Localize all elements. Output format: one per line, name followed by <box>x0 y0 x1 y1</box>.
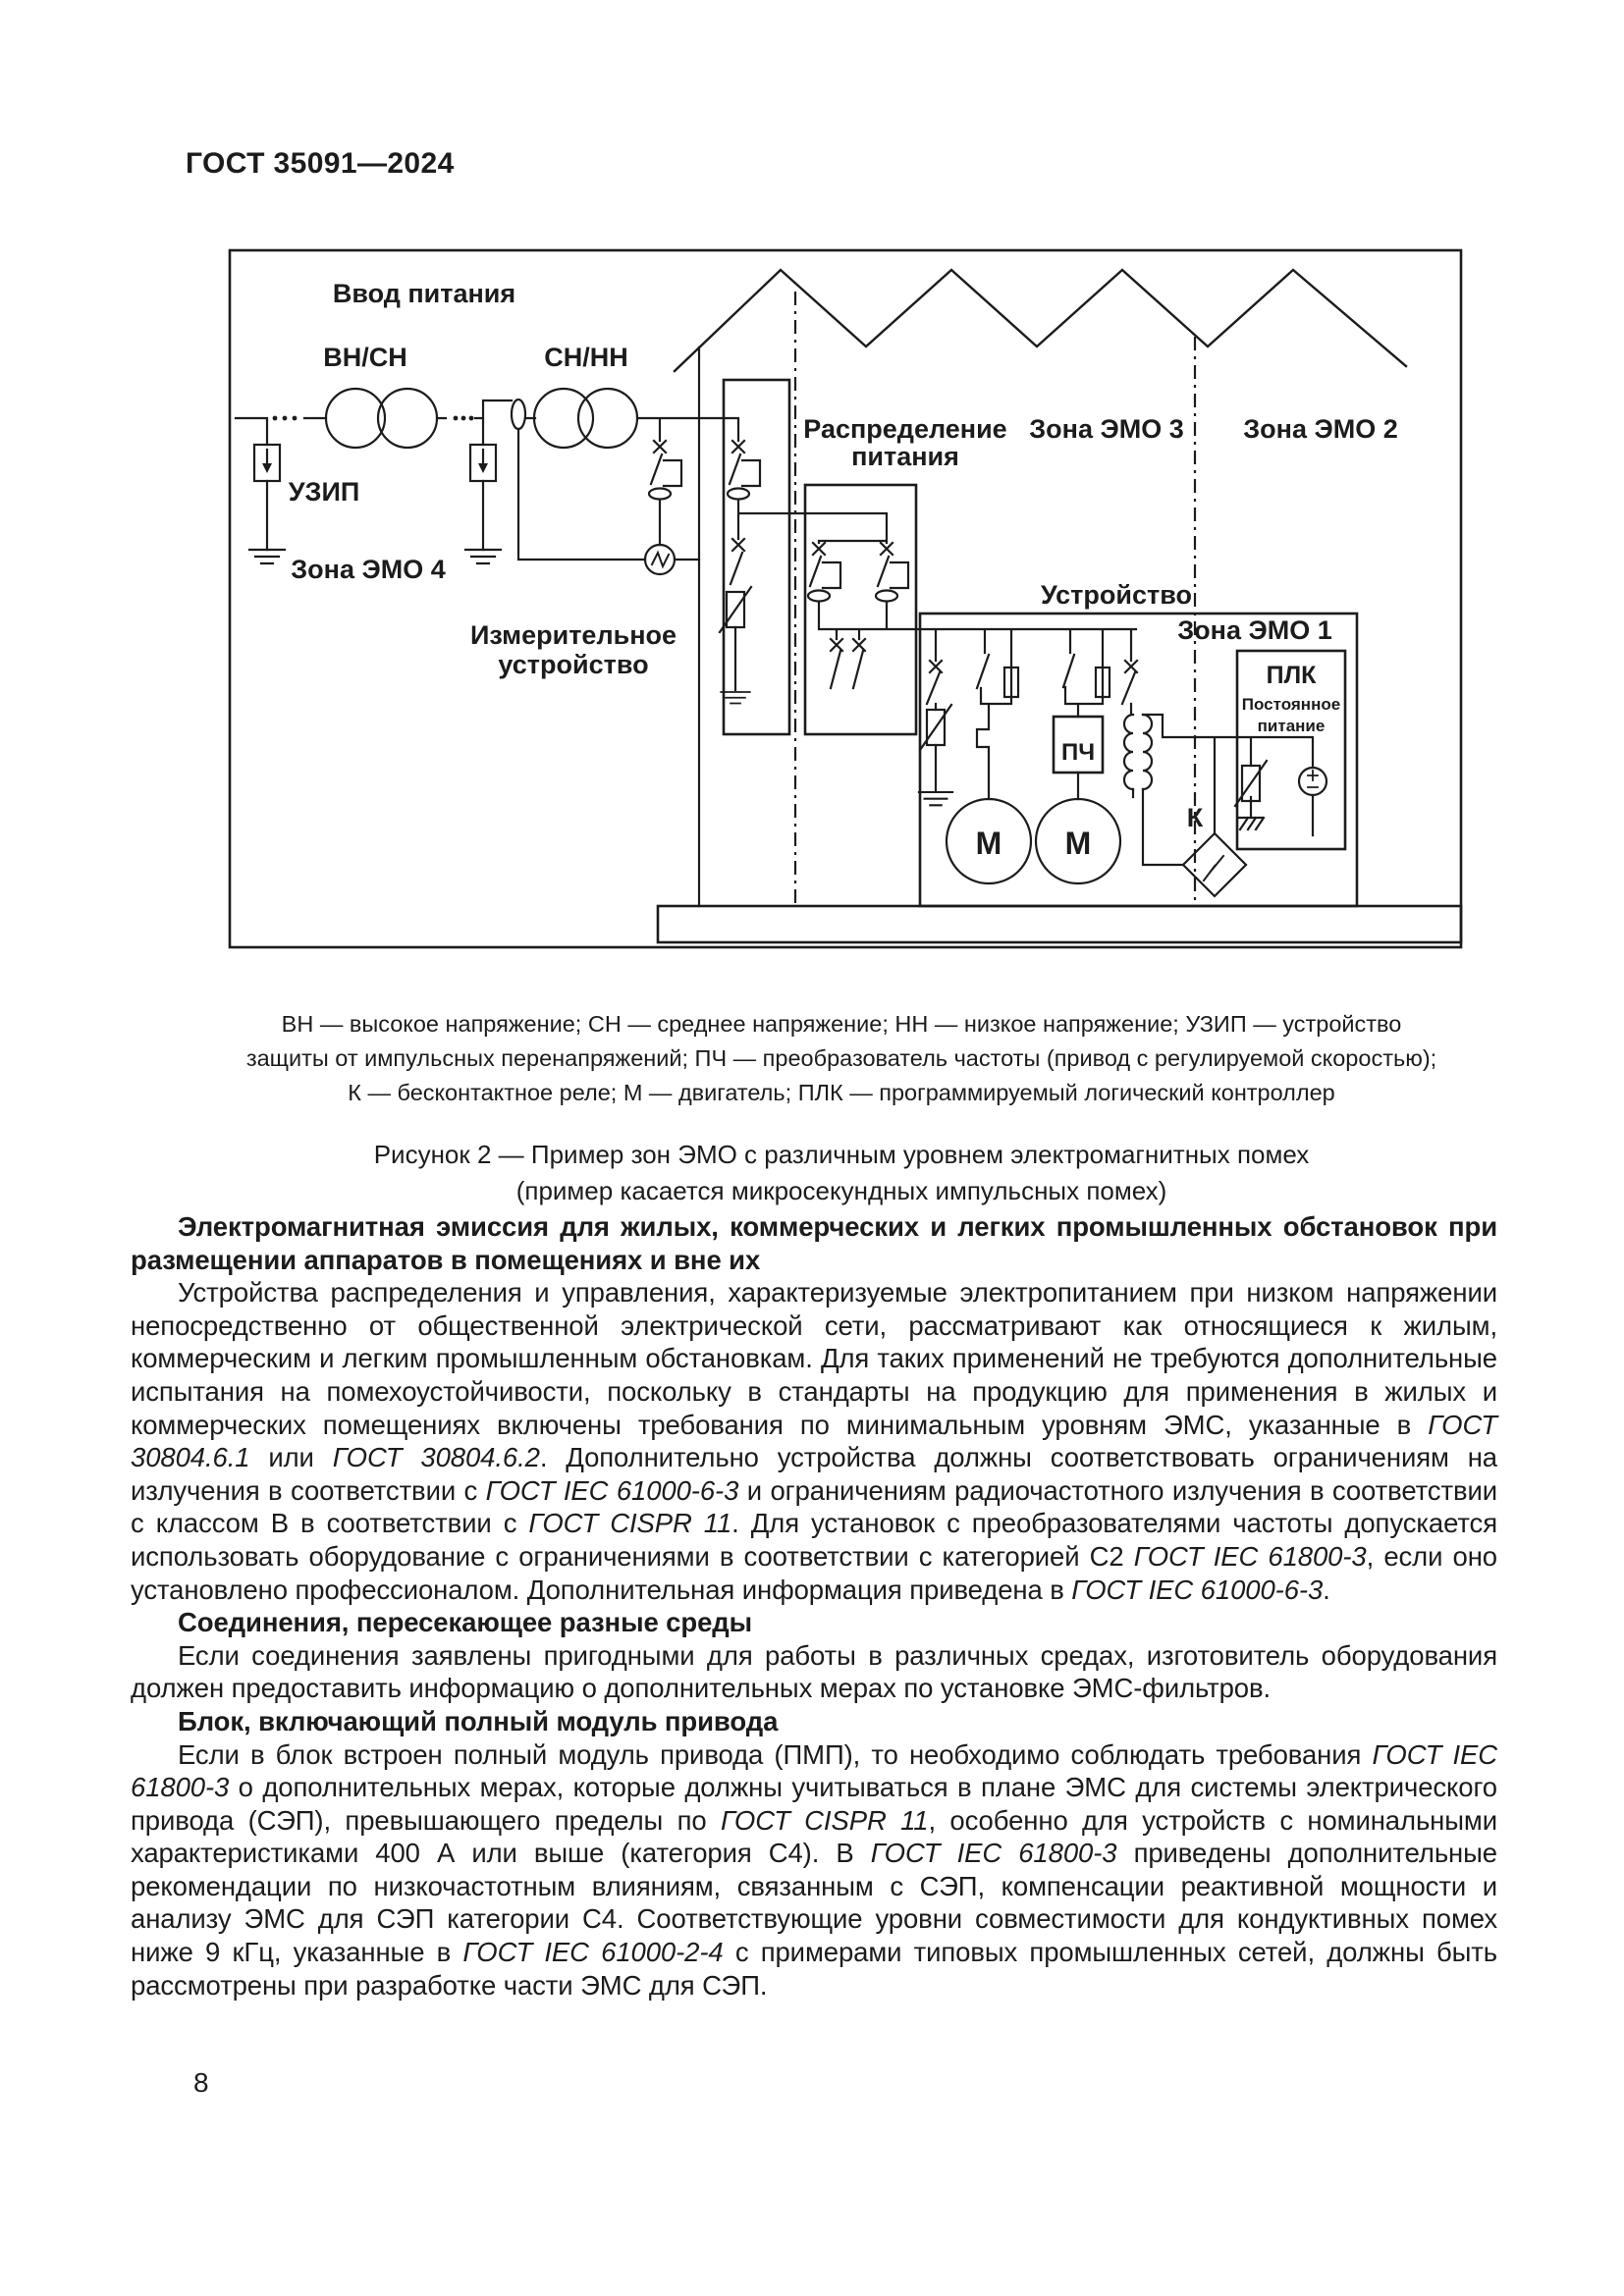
measuring-device-icon <box>643 543 677 576</box>
breaker-icon <box>874 541 910 603</box>
breaker-icon <box>806 541 842 603</box>
legend-line: защиты от импульсных перенапряжений; ПЧ … <box>245 1045 1437 1071</box>
breaker-icon <box>726 439 762 501</box>
paragraph: Если в блок встроен полный модуль привод… <box>131 1738 1498 2001</box>
motor-1-icon <box>945 797 1033 885</box>
label-measuring-1: Измерительное <box>470 620 677 650</box>
distribution-box <box>803 483 918 736</box>
switch-x-icon <box>731 537 746 553</box>
current-transformer-icon <box>510 398 527 431</box>
label-distribution-1: Распределение <box>803 414 1006 444</box>
figure-2-container: Ввод питания ВН/СН СН/НН УЗИП Зона ЭМО 4… <box>228 248 1465 950</box>
label-freq-conv: ПЧ <box>1061 739 1095 766</box>
device-box <box>918 612 1359 908</box>
label-distribution-2: питания <box>851 442 959 471</box>
label-zone-4: Зона ЭМО 4 <box>291 555 445 584</box>
label-mv-lv: СН/НН <box>544 343 628 372</box>
freq-converter-box <box>1052 715 1105 774</box>
switch-x-icon <box>851 637 867 653</box>
section-heading: Электромагнитная эмиссия для жилых, комм… <box>131 1211 1497 1275</box>
paragraph: Если соединения заявлены пригодными для … <box>131 1639 1497 1704</box>
section-heading: Соединения, пересекающее разные среды <box>178 1607 753 1638</box>
uzip-2-icon <box>468 443 498 483</box>
ground-icon <box>247 548 287 565</box>
breaker-icon <box>647 439 683 501</box>
isolating-transformer-icon <box>1122 713 1154 791</box>
label-power-input: Ввод питания <box>333 279 515 308</box>
legend-line: К — бесконтактное реле; М — двигатель; П… <box>348 1080 1335 1105</box>
label-relay-k: К <box>1187 803 1204 832</box>
switch-x-icon <box>829 637 844 653</box>
sawtooth-roof <box>673 268 1408 373</box>
label-dc-1: Постоянное <box>1242 695 1340 714</box>
relay-k-icon <box>1181 831 1248 898</box>
floor-base <box>656 904 1463 944</box>
switch-x-icon <box>1123 659 1139 674</box>
label-hv-mv: ВН/СН <box>323 343 407 372</box>
page-number: 8 <box>193 2067 209 2098</box>
label-uzip: УЗИП <box>289 477 360 507</box>
label-measuring-2: устройство <box>498 650 648 679</box>
label-device: Устройство <box>1041 580 1192 610</box>
transformer-mv-lv-icon <box>510 387 639 450</box>
label-motor-2: М <box>1065 826 1092 861</box>
dc-source-icon <box>1297 766 1328 797</box>
label-dc-2: питание <box>1258 717 1326 735</box>
fuse-icon <box>1002 666 1020 699</box>
figure-border <box>228 248 1463 949</box>
caption-line: Рисунок 2 — Пример зон ЭМО с различным у… <box>373 1140 1310 1169</box>
transformer-hv-mv-icon <box>324 387 439 450</box>
paragraph: Устройства распределения и управления, х… <box>131 1277 1497 1605</box>
label-zone-3: Зона ЭМО 3 <box>1029 414 1183 444</box>
switch-x-icon <box>928 659 944 674</box>
entry-switchgear-box <box>722 378 791 736</box>
emc-zones-diagram: Ввод питания ВН/СН СН/НН УЗИП Зона ЭМО 4… <box>228 248 1463 949</box>
body-text: Электромагнитная эмиссия для жилых, комм… <box>131 1210 1497 2002</box>
uzip-1-icon <box>252 443 282 483</box>
label-motor-1: М <box>976 826 1002 861</box>
fuse-icon <box>1094 666 1111 699</box>
figure-legend: ВН — высокое напряжение; СН — среднее на… <box>179 1007 1504 1110</box>
plc-box <box>1235 649 1347 851</box>
page-title: ГОСТ 35091—2024 <box>186 147 455 180</box>
label-zone-2: Зона ЭМО 2 <box>1243 414 1397 444</box>
legend-line: ВН — высокое напряжение; СН — среднее на… <box>281 1011 1402 1037</box>
ground-icon <box>463 548 503 565</box>
caption-line: (пример касается микросекундных импульсн… <box>515 1176 1167 1205</box>
wiring <box>234 399 1315 867</box>
motor-2-icon <box>1034 797 1122 885</box>
section-heading: Блок, включающий полный модуль привода <box>178 1705 779 1736</box>
label-plc: ПЛК <box>1267 662 1318 689</box>
ground-icon <box>720 691 751 705</box>
chassis-ground-icon <box>1237 816 1266 831</box>
label-zone-1: Зона ЭМО 1 <box>1177 615 1331 645</box>
varistor-icon <box>918 703 953 752</box>
figure-caption: Рисунок 2 — Пример зон ЭМО с различным у… <box>179 1137 1504 1209</box>
ground-icon <box>917 790 954 807</box>
